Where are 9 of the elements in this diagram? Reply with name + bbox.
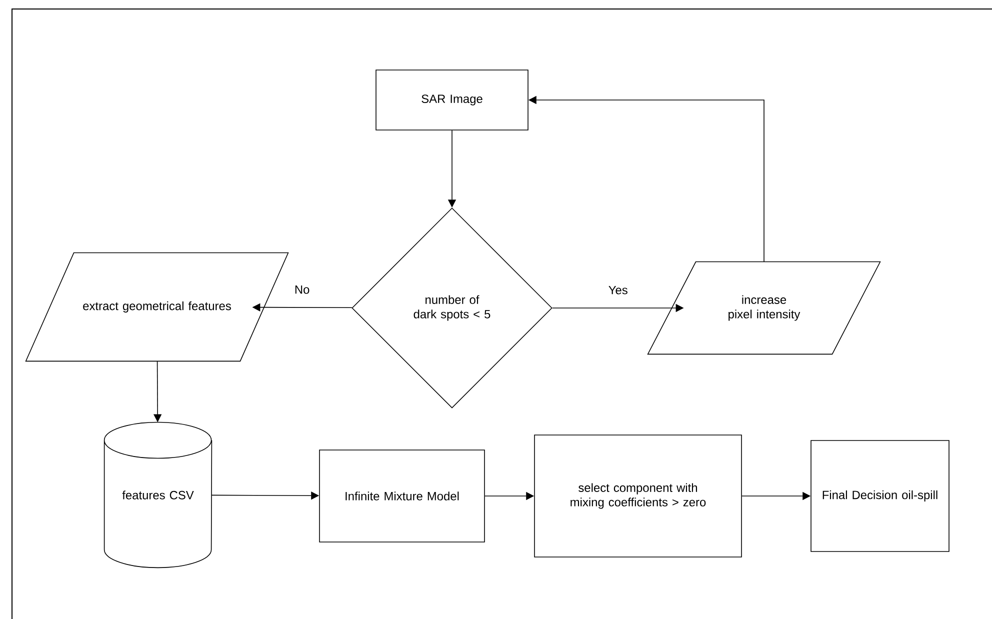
edge-label: Yes <box>606 284 630 296</box>
process-box: Final Decision oil-spill <box>810 440 950 552</box>
process-box: select component with mixing coefficients > zero <box>534 434 742 558</box>
edge-label: No <box>292 284 312 296</box>
process-box: Infinite Mixture Model <box>319 450 485 542</box>
database-cylinder: features CSV <box>104 422 212 568</box>
data-parallelogram: increase pixel intensity <box>647 261 881 355</box>
process-box: SAR Image <box>376 70 528 130</box>
data-parallelogram: extract geometrical features <box>25 252 289 362</box>
